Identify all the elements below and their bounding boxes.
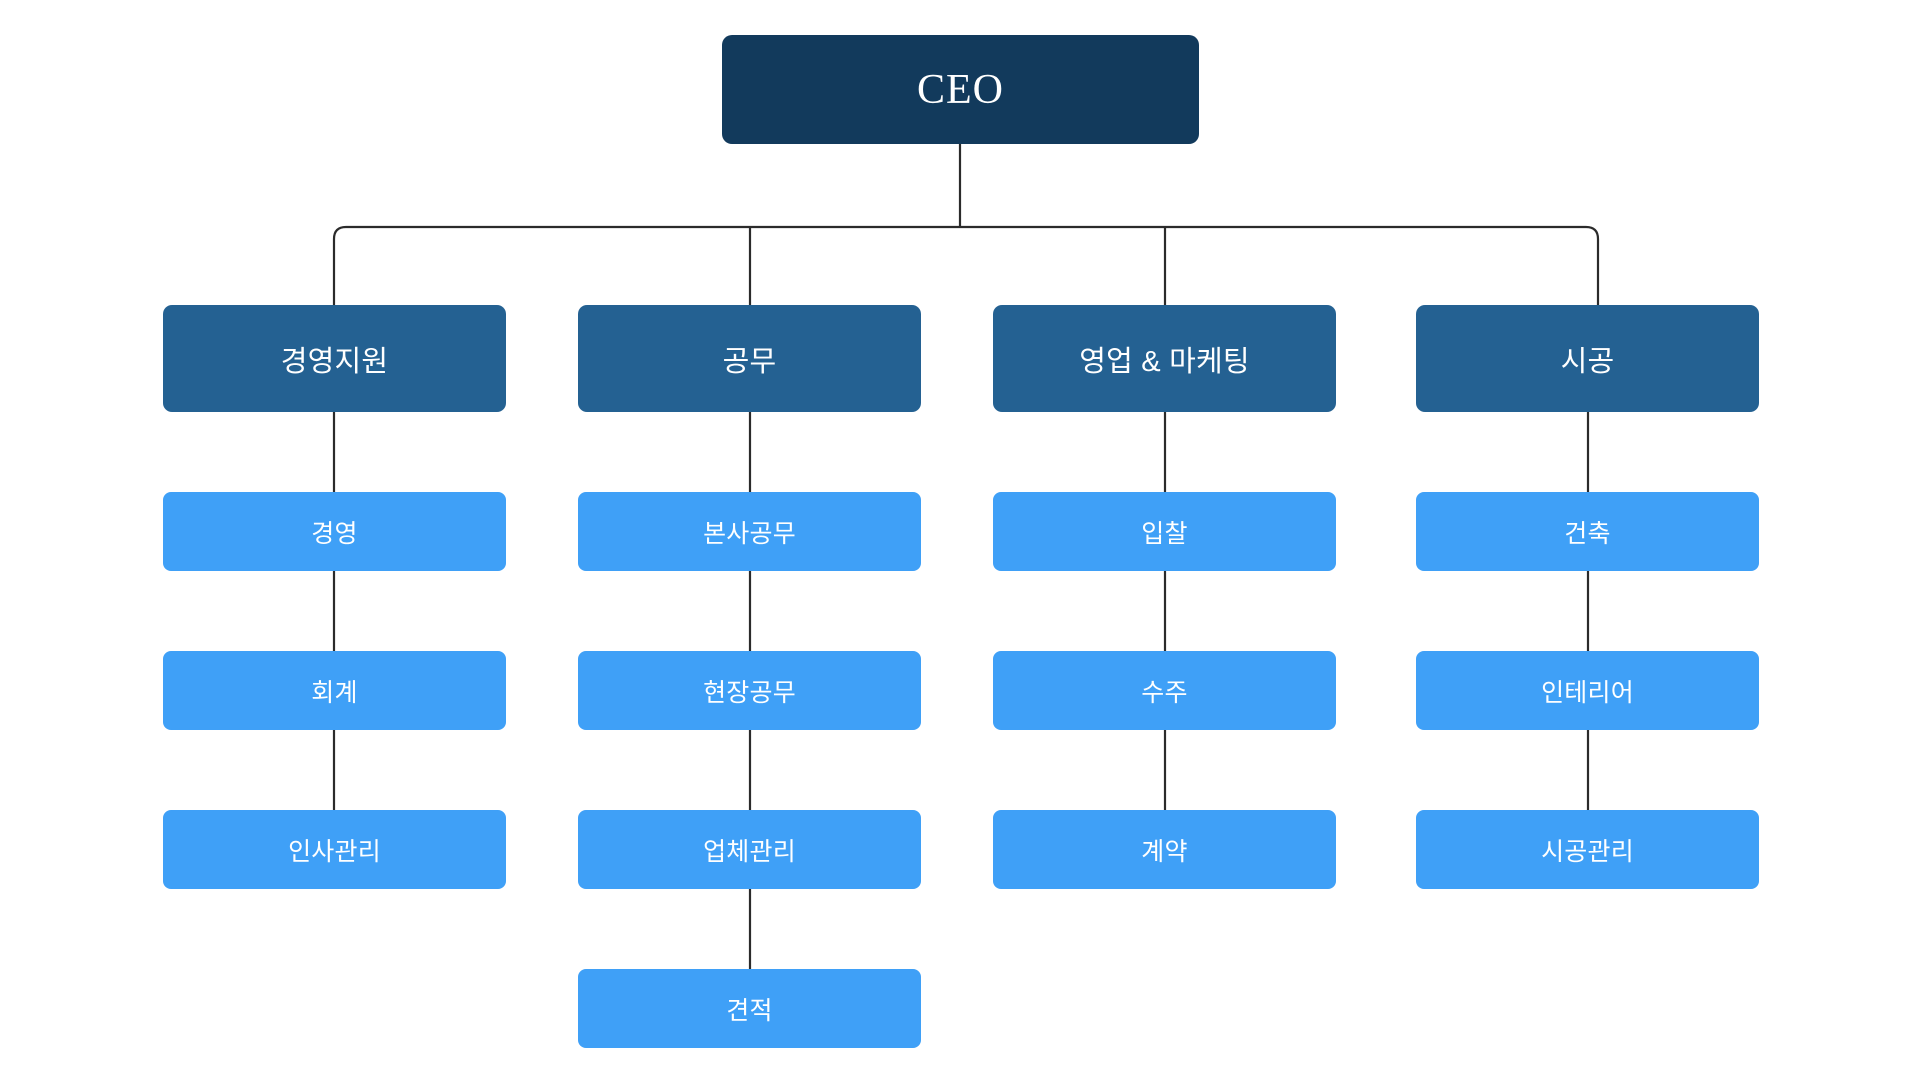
node-dept-sales-marketing-label: 영업 & 마케팅 [1079, 345, 1250, 378]
node-team-contract-label: 계약 [1141, 837, 1188, 866]
node-team-hr[interactable]: 인사관리 [163, 810, 506, 889]
node-team-architecture[interactable]: 건축 [1416, 492, 1759, 571]
node-team-vendor-management-label: 업체관리 [703, 837, 796, 866]
node-team-management-label: 경영 [311, 519, 358, 548]
node-dept-management-support[interactable]: 경영지원 [163, 305, 506, 412]
node-team-management[interactable]: 경영 [163, 492, 506, 571]
node-team-hr-label: 인사관리 [288, 837, 381, 866]
node-team-interior-label: 인테리어 [1541, 678, 1634, 707]
node-team-bidding[interactable]: 입찰 [993, 492, 1336, 571]
node-team-orders-label: 수주 [1141, 678, 1188, 707]
node-team-construction-management[interactable]: 시공관리 [1416, 810, 1759, 889]
node-team-head-office-affairs[interactable]: 본사공무 [578, 492, 921, 571]
node-dept-management-support-label: 경영지원 [280, 345, 389, 378]
node-dept-construction-label: 시공 [1560, 345, 1615, 378]
node-team-vendor-management[interactable]: 업체관리 [578, 810, 921, 889]
node-team-estimation[interactable]: 견적 [578, 969, 921, 1048]
node-team-accounting-label: 회계 [311, 678, 358, 707]
node-team-bidding-label: 입찰 [1141, 519, 1188, 548]
node-team-site-affairs[interactable]: 현장공무 [578, 651, 921, 730]
node-team-construction-management-label: 시공관리 [1541, 837, 1634, 866]
node-team-orders[interactable]: 수주 [993, 651, 1336, 730]
node-team-accounting[interactable]: 회계 [163, 651, 506, 730]
node-ceo[interactable]: CEO [722, 35, 1199, 144]
connector-bus [332, 225, 1600, 375]
node-dept-engineering-affairs-label: 공무 [722, 345, 777, 378]
node-team-architecture-label: 건축 [1564, 519, 1611, 548]
node-ceo-label: CEO [917, 66, 1004, 113]
node-team-contract[interactable]: 계약 [993, 810, 1336, 889]
node-dept-construction[interactable]: 시공 [1416, 305, 1759, 412]
node-team-site-affairs-label: 현장공무 [703, 678, 796, 707]
node-dept-engineering-affairs[interactable]: 공무 [578, 305, 921, 412]
node-team-head-office-affairs-label: 본사공무 [703, 519, 796, 548]
node-team-interior[interactable]: 인테리어 [1416, 651, 1759, 730]
node-team-estimation-label: 견적 [726, 996, 773, 1025]
node-dept-sales-marketing[interactable]: 영업 & 마케팅 [993, 305, 1336, 412]
